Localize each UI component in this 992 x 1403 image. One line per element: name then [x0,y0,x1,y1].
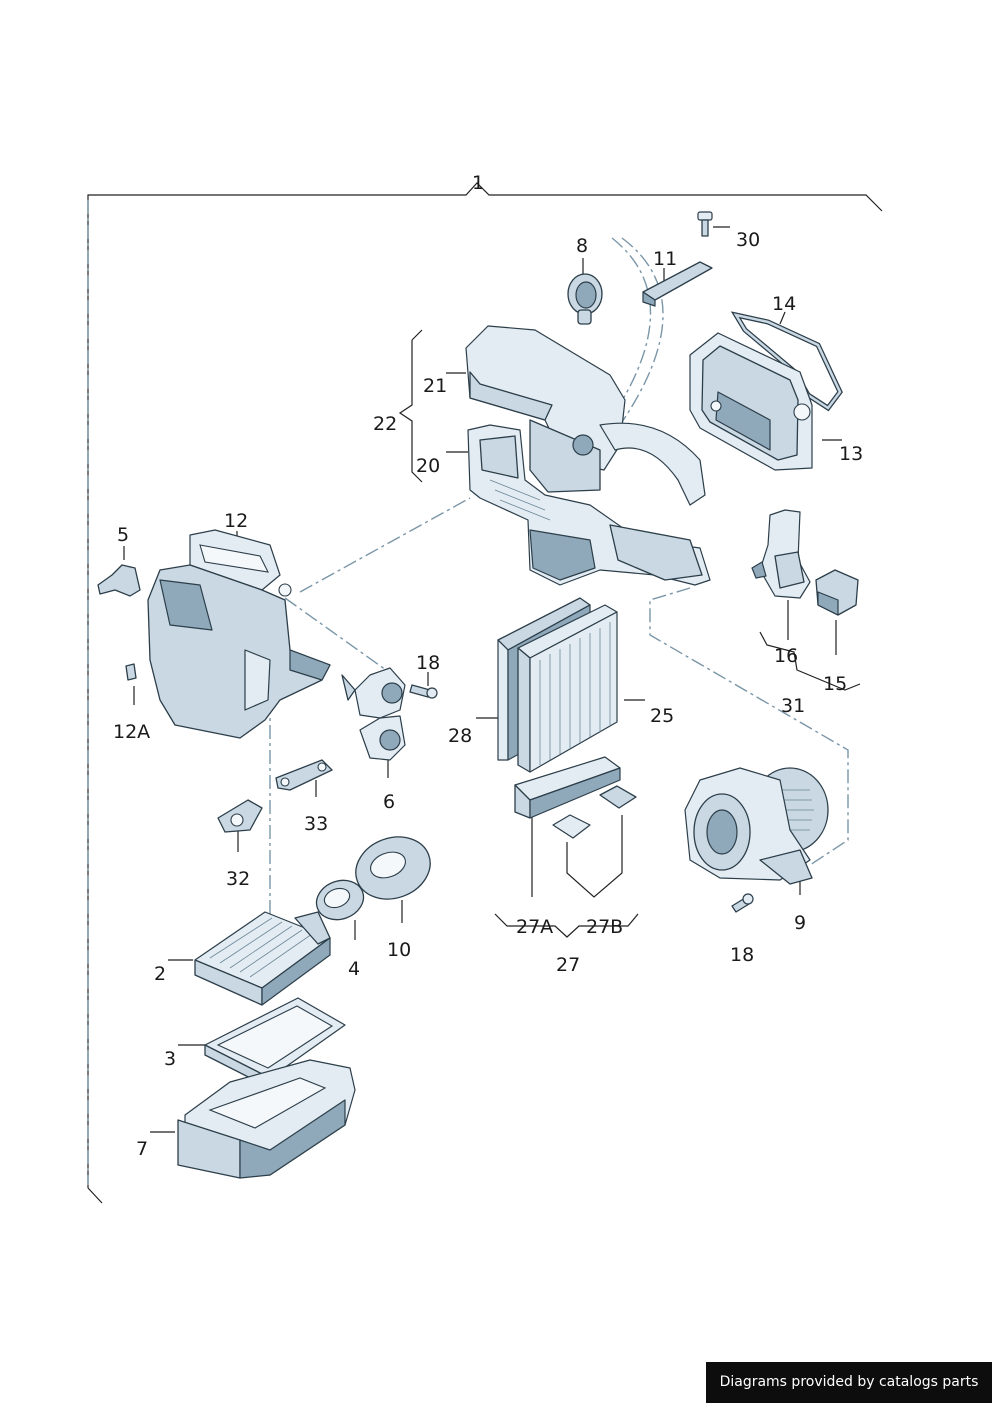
callout-9: 9 [794,912,806,934]
screw-18-lower [731,893,754,913]
callout-2: 2 [154,963,166,985]
callout-labels: 1 30 8 11 14 21 22 20 13 5 12 16 18 15 3… [113,172,863,1160]
cap-8 [567,273,603,325]
callout-1: 1 [472,172,484,194]
callout-3: 3 [164,1048,176,1070]
callout-25: 25 [650,705,674,727]
screw-30 [697,211,713,237]
seal-4 [315,879,365,921]
callout-21: 21 [423,375,447,397]
module-15 [815,569,859,616]
housing-20 [467,424,711,586]
callout-22: 22 [373,413,397,435]
callout-16: 16 [774,645,798,667]
seal-14 [730,311,843,412]
callout-27b: 27B [586,916,623,938]
bracket-16 [751,509,811,599]
callout-28: 28 [448,725,472,747]
callout-33: 33 [304,813,328,835]
callout-15: 15 [823,673,847,695]
callout-27a: 27A [516,916,553,938]
bracket-5 [97,564,141,597]
callout-18-upper: 18 [416,652,440,674]
callout-13: 13 [839,443,863,465]
callout-7: 7 [136,1138,148,1160]
callout-8: 8 [576,235,588,257]
actuator-6 [341,667,406,761]
housing-21 [465,325,706,506]
assembly-bracket [87,182,883,1204]
callout-32: 32 [226,868,250,890]
callout-4: 4 [348,958,360,980]
leader-lines [123,226,861,1133]
clip-12a [125,663,137,681]
callout-27: 27 [556,954,580,976]
blower-9 [684,767,829,885]
callout-18-lower: 18 [730,944,754,966]
bracket-11 [642,261,713,307]
tray-7 [177,1059,356,1179]
callout-12: 12 [224,510,248,532]
filter-25 [517,604,618,773]
callout-10: 10 [387,939,411,961]
insert-27b [552,785,637,839]
callout-20: 20 [416,455,440,477]
insert-27a [514,756,621,819]
ring-10 [355,836,431,900]
assembly-guide-lines [87,200,849,1185]
callout-31: 31 [781,695,805,717]
callout-30: 30 [736,229,760,251]
heat-exchanger-2 [194,911,331,1006]
screw-18-upper [409,684,438,699]
callout-6: 6 [383,791,395,813]
callout-11: 11 [653,248,677,270]
gasket-32 [217,799,263,833]
gasket-33 [275,759,333,791]
housing-12 [147,529,331,739]
callout-5: 5 [117,524,129,546]
credit-banner[interactable]: Diagrams provided by catalogs parts [706,1362,992,1403]
housing-13 [689,332,813,471]
callout-12a: 12A [113,721,150,743]
callout-14: 14 [772,293,796,315]
